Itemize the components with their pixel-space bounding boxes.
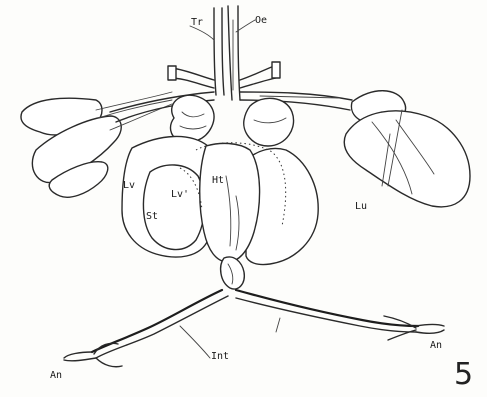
label-oesophagus: Oe [255,16,267,26]
figure-number: 5 [454,360,473,390]
intestine [92,290,418,358]
label-trachea: Tr [191,18,203,28]
label-liver-prime: Lv' [171,190,189,200]
right-auricle [244,98,294,146]
anus-right [384,316,444,340]
label-liver: Lv [123,181,135,191]
stomach [143,165,204,250]
anus-left [64,343,122,366]
label-stomach: St [146,212,158,222]
gut-junction [221,257,245,289]
label-anus-right: An [430,341,442,351]
label-intestine: Int [211,352,229,362]
right-bronchus [240,92,352,100]
right-lung [344,91,470,207]
label-heart: Ht [212,176,224,186]
oesophagus [228,6,240,100]
left-auricle [171,95,215,142]
label-anus-left: An [50,371,62,381]
label-lung: Lu [355,202,367,212]
trachea [214,8,224,95]
